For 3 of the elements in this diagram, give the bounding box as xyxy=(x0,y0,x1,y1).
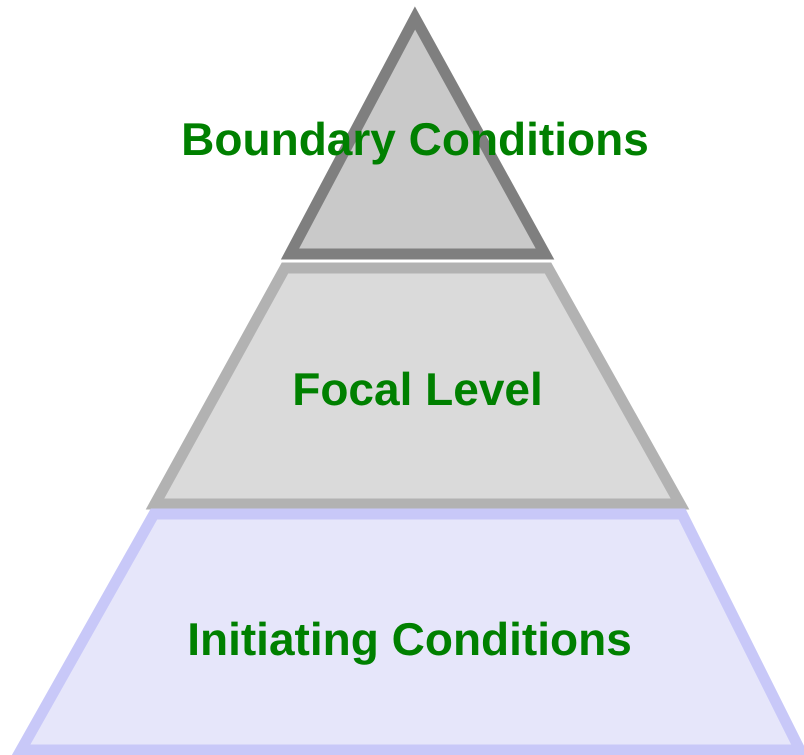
tier-label: Focal Level xyxy=(292,363,543,415)
tier-label: Boundary Conditions xyxy=(181,113,649,165)
tier-label: Initiating Conditions xyxy=(187,613,632,665)
